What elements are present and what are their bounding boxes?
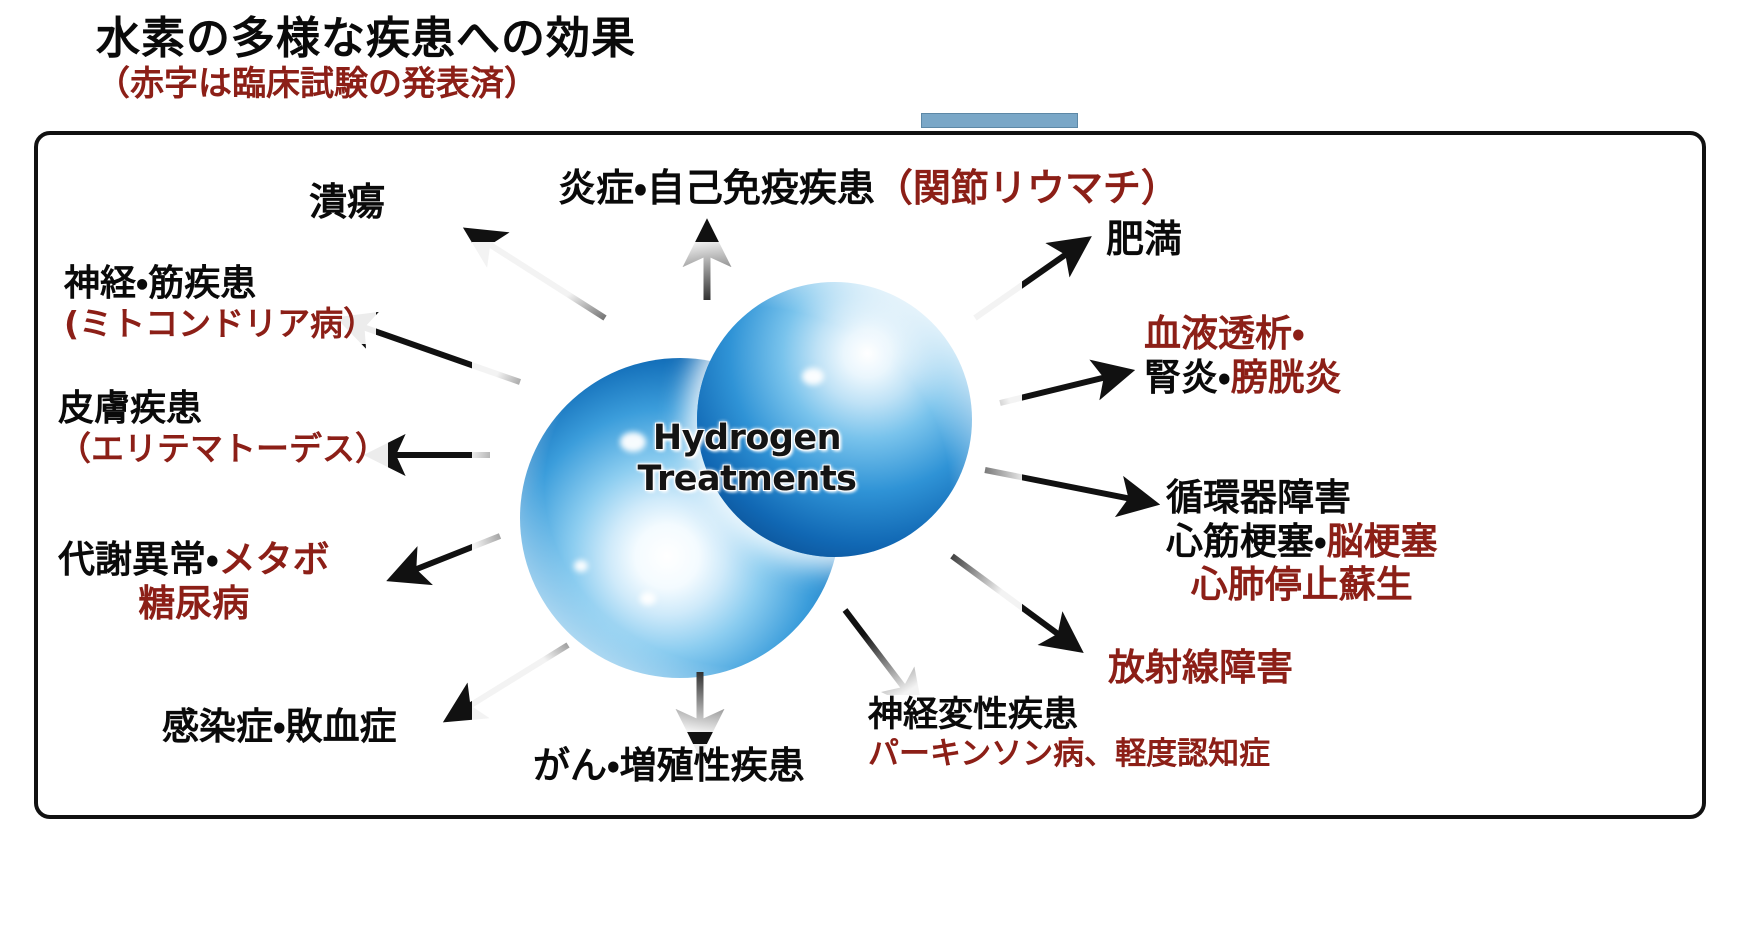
- molecule-label-line1: Hydrogen: [652, 418, 842, 458]
- label-neurodegenerative-line2: パーキンソン病、軽度認知症: [868, 736, 1271, 773]
- label-dialysis-black: 腎炎・: [1144, 355, 1231, 399]
- label-circulatory-line1: 循環器障害: [1166, 476, 1351, 519]
- hydrogen-molecule-graphic: Hydrogen Treatments: [472, 242, 1022, 732]
- label-cancer-line1: がん・増殖性疾患: [533, 744, 805, 787]
- label-skin-line2: （エリテマトーデス）: [58, 429, 388, 469]
- label-neurodegenerative-line1: 神経変性疾患: [868, 695, 1079, 735]
- page-title: 水素の多様な疾患への効果: [96, 13, 636, 64]
- label-nerve-muscle-line1: 神経・筋疾患: [64, 263, 257, 304]
- label-dialysis-line2: 腎炎・膀胱炎: [1144, 356, 1342, 400]
- label-infection: 感染症・敗血症: [162, 705, 397, 749]
- label-circulatory-line3: 心肺停止蘇生: [1190, 563, 1413, 607]
- label-circulatory-black: 心筋梗塞・: [1166, 519, 1327, 563]
- label-neurodegenerative: 神経変性疾患 パーキンソン病、軽度認知症: [868, 695, 1271, 773]
- label-inflammation-red: （関節リウマチ）: [874, 166, 1179, 210]
- label-skin: 皮膚疾患 （エリテマトーデス）: [58, 388, 388, 470]
- label-radiation: 放射線障害: [1108, 646, 1293, 690]
- sphere-highlight-icon: [574, 560, 588, 572]
- label-metabolic-black: 代謝異常・: [58, 538, 219, 581]
- label-skin-line1: 皮膚疾患: [58, 388, 203, 429]
- label-ulcer: 潰瘍: [309, 180, 386, 225]
- label-circulatory-red: 脳梗塞: [1326, 519, 1438, 563]
- label-ulcer-line1: 潰瘍: [309, 180, 386, 224]
- label-metabolic-line2: 糖尿病: [138, 581, 250, 625]
- label-dialysis-line1: 血液透析・: [1144, 312, 1305, 355]
- label-circulatory-line2: 心筋梗塞・脳梗塞: [1166, 520, 1438, 564]
- page-subtitle: （赤字は臨床試験の発表済）: [96, 64, 538, 104]
- label-inflammation-black: 炎症・自己免疫疾患: [558, 166, 875, 210]
- label-infection-line1: 感染症・敗血症: [162, 705, 397, 748]
- label-nerve-muscle: 神経・筋疾患 (ミトコンドリア病）: [64, 263, 377, 345]
- label-cancer: がん・増殖性疾患: [533, 744, 805, 788]
- label-circulatory: 循環器障害 心筋梗塞・脳梗塞 心肺停止蘇生: [1166, 476, 1438, 607]
- molecule-label: Hydrogen Treatments: [512, 418, 982, 501]
- label-metabolic-line1: 代謝異常・メタボ: [58, 538, 330, 582]
- label-metabolic-red: メタボ: [218, 538, 330, 581]
- label-obesity: 肥満: [1106, 217, 1183, 262]
- label-radiation-line1: 放射線障害: [1108, 646, 1293, 689]
- label-inflammation-line1: 炎症・自己免疫疾患（関節リウマチ）: [558, 166, 1179, 211]
- sphere-highlight-icon: [640, 592, 656, 605]
- label-metabolic: 代謝異常・メタボ 糖尿病: [58, 538, 330, 626]
- label-dialysis: 血液透析・ 腎炎・膀胱炎: [1144, 312, 1342, 400]
- panel-top-tab: [921, 113, 1078, 128]
- label-nerve-muscle-line2: (ミトコンドリア病）: [64, 304, 377, 344]
- sphere-highlight-icon: [802, 368, 824, 385]
- label-inflammation: 炎症・自己免疫疾患（関節リウマチ）: [558, 166, 1179, 211]
- molecule-label-line2: Treatments: [637, 459, 857, 500]
- label-dialysis-red: 膀胱炎: [1230, 355, 1342, 399]
- label-obesity-line1: 肥満: [1106, 217, 1183, 261]
